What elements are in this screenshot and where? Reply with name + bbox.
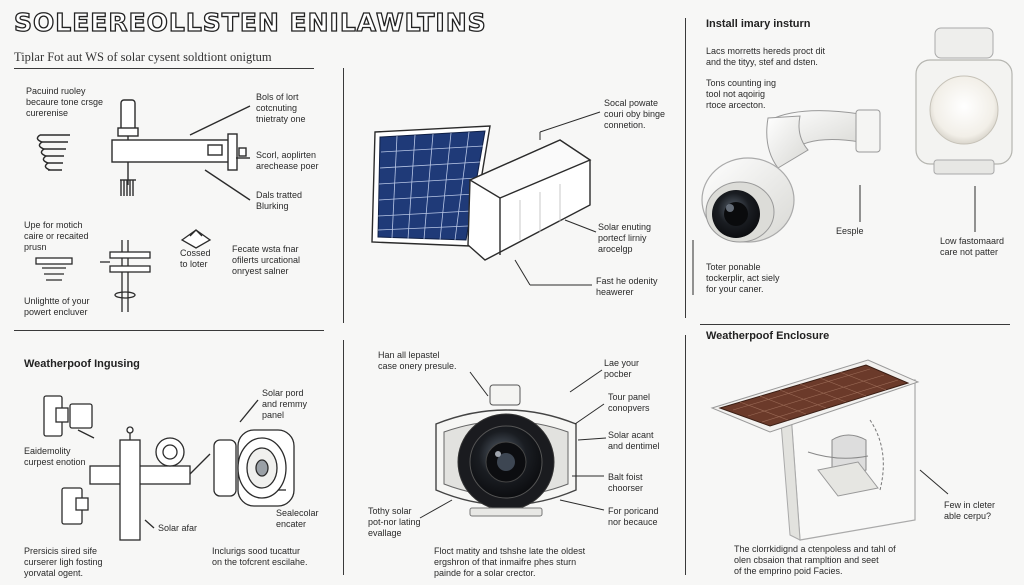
label-panel6-footer: The clorrkidignd a ctenpoless and tahl o… [734,544,896,576]
label-your-pocket: Lae your pocber [604,358,640,379]
label-bolts: Bols of lort cotcnuting tnietraty one [256,92,306,124]
divider-mid-right [700,324,1010,325]
wall-lamp-drawing [915,27,1013,175]
label-blocking: Dals tratted Blurking [256,190,303,211]
label-panel-covers: Tour panel conopvers [608,392,651,413]
label-solar-star: Solar afar [158,523,198,533]
label-handle-case: Han all lepastel case onery presule. [378,350,457,371]
page-subtitle: Tiplar Fot aut WS of solar cysent soldti… [14,50,272,64]
label-mounting-note: Lacs morretts hereds proct dit and the t… [706,46,826,67]
panel5-leaders [419,369,607,519]
label-example: Eesple [836,226,864,236]
section-heading-install: Install imary insturn [706,18,811,30]
label-low-maintenance: Low fastomaard care not patter [940,236,1005,257]
divider-v1 [343,68,344,323]
page-title: SOLEEREOLLSTEN ENILAWLTINS [13,7,487,37]
label-fastener-note: Fecate wsta fnar ofilerts urcational onr… [232,244,301,276]
label-mount-cable: Upe for motich caire or recaited prusn [24,220,89,252]
bullet-camera-drawing [435,384,577,517]
weatherproof-housing-drawing [43,395,295,541]
label-solar-power: Socal powate couri oby binge connetion. [604,98,666,130]
section-heading-weatherproof-enclosure: Weatherpoof Enclosure [706,330,830,342]
divider-mid-left [14,330,324,331]
label-tools-note: Tons counting ing tool not aqoirig rtoce… [706,78,777,110]
label-precision-note: Prersicis sired sife curserer ligh fosti… [24,546,103,578]
label-solar-pod: Solar pord and remmy panel [262,388,308,420]
label-heatsink: Fast he odenity heawerer [596,276,658,297]
label-for-pond: For poricand nor becauce [608,506,659,527]
solar-panel-housing-drawing [371,111,601,286]
divider-top [14,68,314,69]
label-solar-accent: Solar acant and dentimel [608,430,660,451]
label-solar-mount: Solar enuting portecf lirniy arocelgp [598,222,652,254]
panel6-leaders [919,469,949,495]
label-spring-pulley: Pacuind ruoley becaure tone crsge curere… [26,86,104,118]
fastener-drawing [35,229,212,312]
label-enclosure-light: Unlightte of your powert encluver [24,296,90,317]
section-heading-weatherproof-housing: Weatherpoof Ingusing [24,358,140,370]
dome-camera-drawing [701,109,881,243]
label-tothy-solar: Tothy solar pot-nor lating evallage [368,506,421,538]
divider-v4 [685,335,686,575]
label-seal-encater: Sealecolar encater [276,508,319,529]
label-few-cleter: Few in cleter able cerpu? [944,500,996,521]
bracket-mount-drawing [36,99,251,201]
solar-enclosure-drawing [710,359,920,541]
divider-v3 [685,18,686,318]
label-durability: Eaidemolity curpest enotion [24,446,86,467]
label-panel5-footer: Floct matity and tshshe late the oldest … [434,546,586,578]
divider-v2 [343,340,344,575]
label-portable: Toter ponable tockerplir, act siely for … [706,262,780,294]
panel3-leaders [692,185,976,295]
label-closed: Cossed to loter [180,248,211,269]
label-included-note: Inclurigs sood tucattur on the tofcrent … [212,546,308,567]
label-bolt-first: Balt foist choorser [608,472,644,493]
label-adapter: Scorl, aoplirten arechease poer [256,150,319,171]
